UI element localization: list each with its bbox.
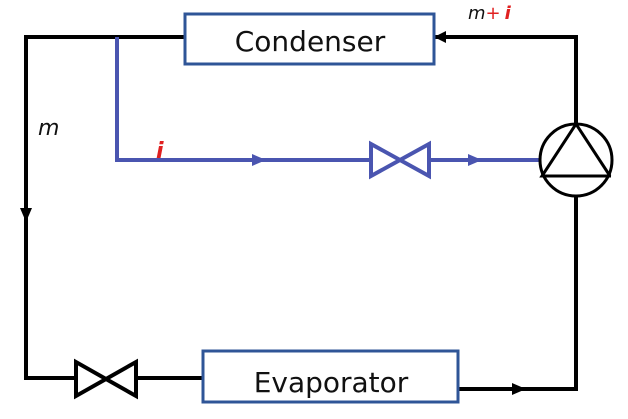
compressor-to-condenser-line: [434, 35, 578, 124]
main-flow-label: m: [38, 116, 59, 141]
flow-arrow-icon: [434, 31, 446, 43]
injection-valve-icon: [369, 140, 431, 180]
main-circuit: [24, 35, 578, 391]
flow-arrow-icon: [512, 383, 526, 395]
total-flow-label: m+i: [468, 3, 512, 24]
condenser-box: [183, 12, 436, 66]
flow-arrow-icon: [468, 154, 482, 166]
evaporator-label: Evaporator: [254, 366, 409, 399]
flow-arrow-icon: [252, 154, 266, 166]
total-flow-i: i: [505, 3, 512, 24]
expansion-valve-icon: [74, 358, 138, 400]
evaporator-to-compressor-line: [458, 196, 578, 391]
total-flow-plus: +: [486, 3, 501, 24]
injection-circuit: [115, 37, 540, 162]
injection-flow-label: i: [156, 139, 164, 164]
total-flow-m: m: [468, 3, 486, 24]
flow-arrow-icon: [20, 208, 32, 222]
evaporator-box: [201, 349, 460, 404]
condenser-label: Condenser: [235, 25, 386, 58]
condenser-outlet-line: [24, 35, 184, 380]
compressor-icon: [538, 122, 614, 198]
